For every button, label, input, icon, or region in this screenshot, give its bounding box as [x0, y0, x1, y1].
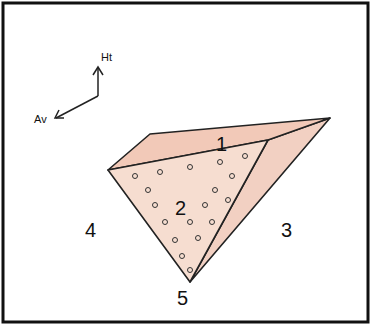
axis-label: Av	[34, 114, 47, 125]
axes	[55, 67, 103, 118]
face-number: 4	[85, 220, 96, 240]
face-number: 2	[175, 198, 186, 218]
dots	[133, 154, 248, 273]
front-face	[108, 140, 268, 282]
face-number: 3	[281, 220, 292, 240]
frame	[3, 3, 368, 322]
axis-label: Ht	[101, 52, 112, 63]
face-number: 1	[216, 134, 227, 154]
face-number: 5	[177, 288, 188, 308]
